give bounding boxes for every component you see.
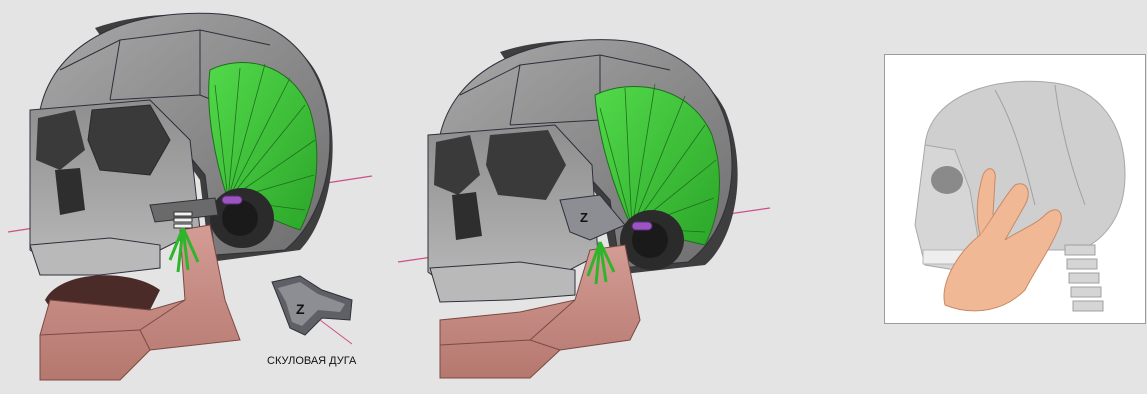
skull-middle: Z: [398, 40, 770, 378]
zygomatic-arch-caption: СКУЛОВАЯ ДУГА: [267, 355, 357, 367]
spring-coil-left: [174, 212, 192, 228]
zygomatic-piece: Z: [272, 276, 352, 344]
nasal-cavity-left: [55, 168, 85, 215]
hinge-pin-left: [222, 196, 242, 204]
maxilla-left: [30, 238, 160, 275]
maxilla-middle: [430, 262, 575, 302]
zygomatic-letter-right: Z: [580, 210, 588, 225]
skull-left: [8, 13, 372, 380]
zygomatic-letter-left: Z: [296, 301, 305, 317]
photo-eye-socket: [931, 166, 963, 194]
caption-leader-line: [320, 320, 352, 344]
skull-photo: [884, 54, 1146, 324]
hinge-pin-middle: [632, 222, 652, 230]
skull-photo-illustration: [885, 55, 1145, 323]
ear-canal-left: [222, 200, 258, 236]
